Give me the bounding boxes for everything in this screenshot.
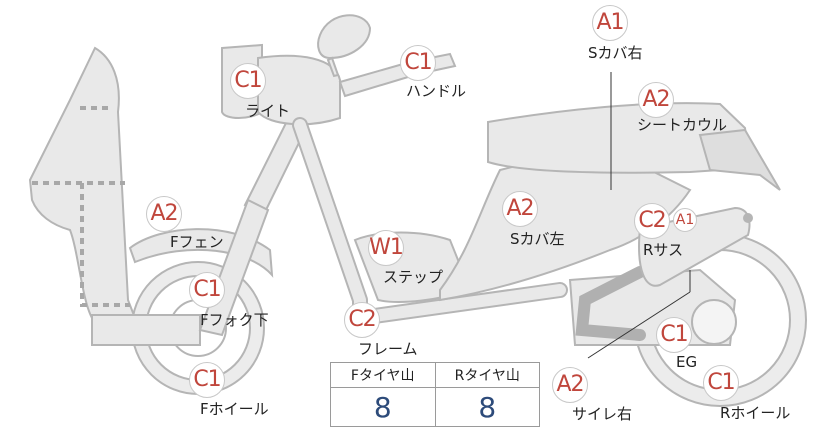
label-f-wheel: Fホイール [200, 400, 269, 418]
tail-cowl [698, 128, 781, 191]
label-step: ステップ [383, 268, 444, 286]
rear-tread-header: Rタイヤ山 [434, 362, 540, 388]
tire-tread-table: Fタイヤ山 Rタイヤ山 8 8 [330, 362, 540, 427]
rear-tread-value: 8 [434, 387, 540, 427]
mirror [317, 14, 372, 60]
label-s-cover-right: Sカバ右 [588, 44, 643, 62]
floor-front [91, 314, 201, 346]
label-handle: ハンドル [406, 82, 467, 100]
label-light: ライト [245, 102, 291, 120]
grade-f-fender: A2 [146, 196, 182, 232]
label-s-cover-left: Sカバ左 [510, 230, 565, 248]
label-r-wheel: Rホイール [720, 404, 791, 422]
exhaust-pipe [575, 266, 646, 341]
grade-s-cover-left: A2 [502, 191, 538, 227]
grade-step: W1 [368, 230, 404, 266]
grade-r-sus-secondary: A1 [673, 208, 697, 232]
grade-r-sus: C2 [634, 203, 670, 239]
front-tread-header: Fタイヤ山 [330, 362, 436, 388]
label-seat-cowl: シートカウル [637, 116, 728, 134]
grade-r-wheel: C1 [703, 365, 739, 401]
label-muffler-right: サイレ右 [572, 405, 633, 423]
label-frame: フレーム [358, 340, 418, 358]
grade-light: C1 [230, 63, 266, 99]
grade-muffler-right: A2 [552, 367, 588, 403]
grade-handle: C1 [400, 45, 436, 81]
grade-f-wheel: C1 [189, 362, 225, 398]
label-eg: EG [676, 353, 698, 371]
grade-s-cover-right: A1 [592, 5, 628, 41]
shock-bolt [743, 213, 753, 223]
grade-frame: C2 [344, 302, 380, 338]
mirror-stem [326, 56, 340, 78]
label-f-fender: Fフェン [170, 233, 224, 251]
rear-hub [691, 299, 737, 345]
label-f-fork: Fフォク下 [200, 311, 269, 329]
grade-seat-cowl: A2 [638, 82, 674, 118]
front-tread-value: 8 [330, 387, 436, 427]
grade-eg: C1 [656, 317, 692, 353]
leg-shield-dotted-edge [32, 106, 130, 307]
handle-cover [257, 54, 341, 126]
grade-f-fork: C1 [189, 272, 225, 308]
label-r-sus: Rサス [643, 241, 684, 259]
leader-muffler [587, 291, 691, 359]
